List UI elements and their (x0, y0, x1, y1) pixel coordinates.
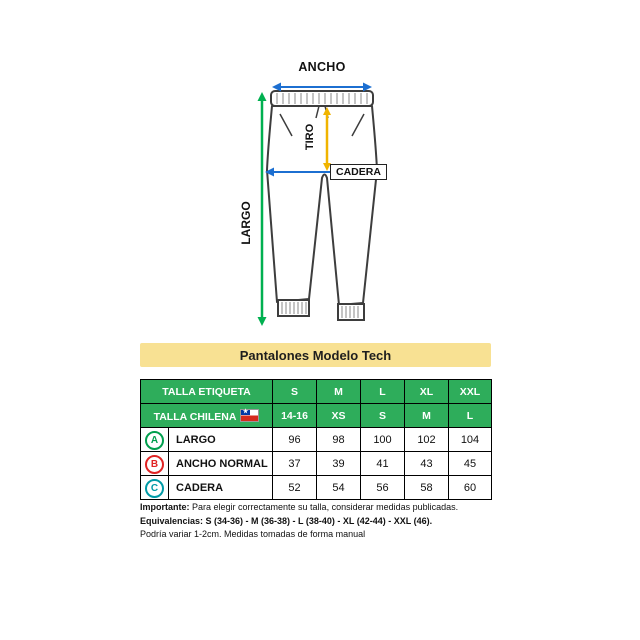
letter-a-badge: A (145, 430, 164, 450)
ancho-m: 39 (316, 451, 361, 476)
header-talla-etiqueta: TALLA ETIQUETA (140, 379, 273, 404)
ancho-arrow (272, 82, 372, 92)
talla-chilena-l: S (360, 403, 405, 428)
size-col-s: S (272, 379, 317, 404)
largo-l: 100 (360, 427, 405, 452)
measure-label-ancho-normal: ANCHO NORMAL (168, 451, 273, 476)
pants-outline (266, 90, 378, 321)
ancho-s: 37 (272, 451, 317, 476)
table-row-ancho-normal: B ANCHO NORMAL 37 39 41 43 45 (140, 451, 492, 476)
table-row-cadera: C CADERA 52 54 56 58 60 (140, 475, 492, 500)
letter-cell-a: A (140, 427, 169, 452)
tiro-arrow (323, 107, 331, 171)
largo-xxl: 104 (448, 427, 492, 452)
largo-arrow (257, 92, 267, 326)
letter-b-badge: B (145, 454, 164, 474)
ancho-xxl: 45 (448, 451, 492, 476)
important-note-label: Importante: (140, 502, 190, 512)
size-table: TALLA ETIQUETA S M L XL XXL TALLA CHILEN… (140, 379, 492, 500)
largo-label: LARGO (239, 201, 253, 245)
cadera-m: 54 (316, 475, 361, 500)
cadera-xl: 58 (404, 475, 449, 500)
size-col-xxl: XXL (448, 379, 492, 404)
footnotes: Importante: Para elegir correctamente su… (140, 501, 512, 542)
pants-illustration (257, 82, 385, 326)
ancho-l: 41 (360, 451, 405, 476)
talla-chilena-xxl: L (448, 403, 492, 428)
letter-cell-c: C (140, 475, 169, 500)
talla-chilena-s: 14-16 (272, 403, 317, 428)
table-row-talla-etiqueta: TALLA ETIQUETA S M L XL XXL (140, 379, 492, 404)
disclaimer-note: Podría variar 1-2cm. Medidas tomadas de … (140, 529, 366, 539)
cadera-label: CADERA (330, 164, 387, 180)
size-col-l: L (360, 379, 405, 404)
cadera-xxl: 60 (448, 475, 492, 500)
ancho-label: ANCHO (298, 60, 346, 74)
ancho-xl: 43 (404, 451, 449, 476)
cadera-s: 52 (272, 475, 317, 500)
measure-label-cadera: CADERA (168, 475, 273, 500)
largo-s: 96 (272, 427, 317, 452)
size-col-m: M (316, 379, 361, 404)
header-talla-chilena-label: TALLA CHILENA (153, 410, 237, 423)
equivalences-note: Equivalencias: S (34-36) - M (36-38) - L… (140, 515, 433, 526)
largo-xl: 102 (404, 427, 449, 452)
letter-cell-b: B (140, 451, 169, 476)
important-note-text: Para elegir correctamente su talla, cons… (189, 502, 459, 512)
chile-flag-icon: ★ (240, 408, 260, 422)
tiro-label: TIRO (304, 123, 316, 151)
talla-chilena-m: XS (316, 403, 361, 428)
table-row-talla-chilena: TALLA CHILENA ★ 14-16 XS S M L (140, 403, 492, 428)
size-col-xl: XL (404, 379, 449, 404)
pants-measurement-diagram: ANCHO TIRO CADERA LARGO (239, 60, 387, 326)
chile-flag-canton: ★ (241, 408, 250, 415)
important-note: Importante: Para elegir correctamente su… (140, 501, 512, 515)
talla-chilena-xl: M (404, 403, 449, 428)
table-row-largo: A LARGO 96 98 100 102 104 (140, 427, 492, 452)
header-talla-chilena: TALLA CHILENA ★ (140, 403, 273, 428)
largo-m: 98 (316, 427, 361, 452)
title-banner: Pantalones Modelo Tech (140, 343, 491, 367)
cadera-l: 56 (360, 475, 405, 500)
letter-c-badge: C (145, 478, 164, 498)
measure-label-largo: LARGO (168, 427, 273, 452)
page-title: Pantalones Modelo Tech (239, 347, 392, 363)
chile-flag-star: ★ (242, 408, 249, 415)
